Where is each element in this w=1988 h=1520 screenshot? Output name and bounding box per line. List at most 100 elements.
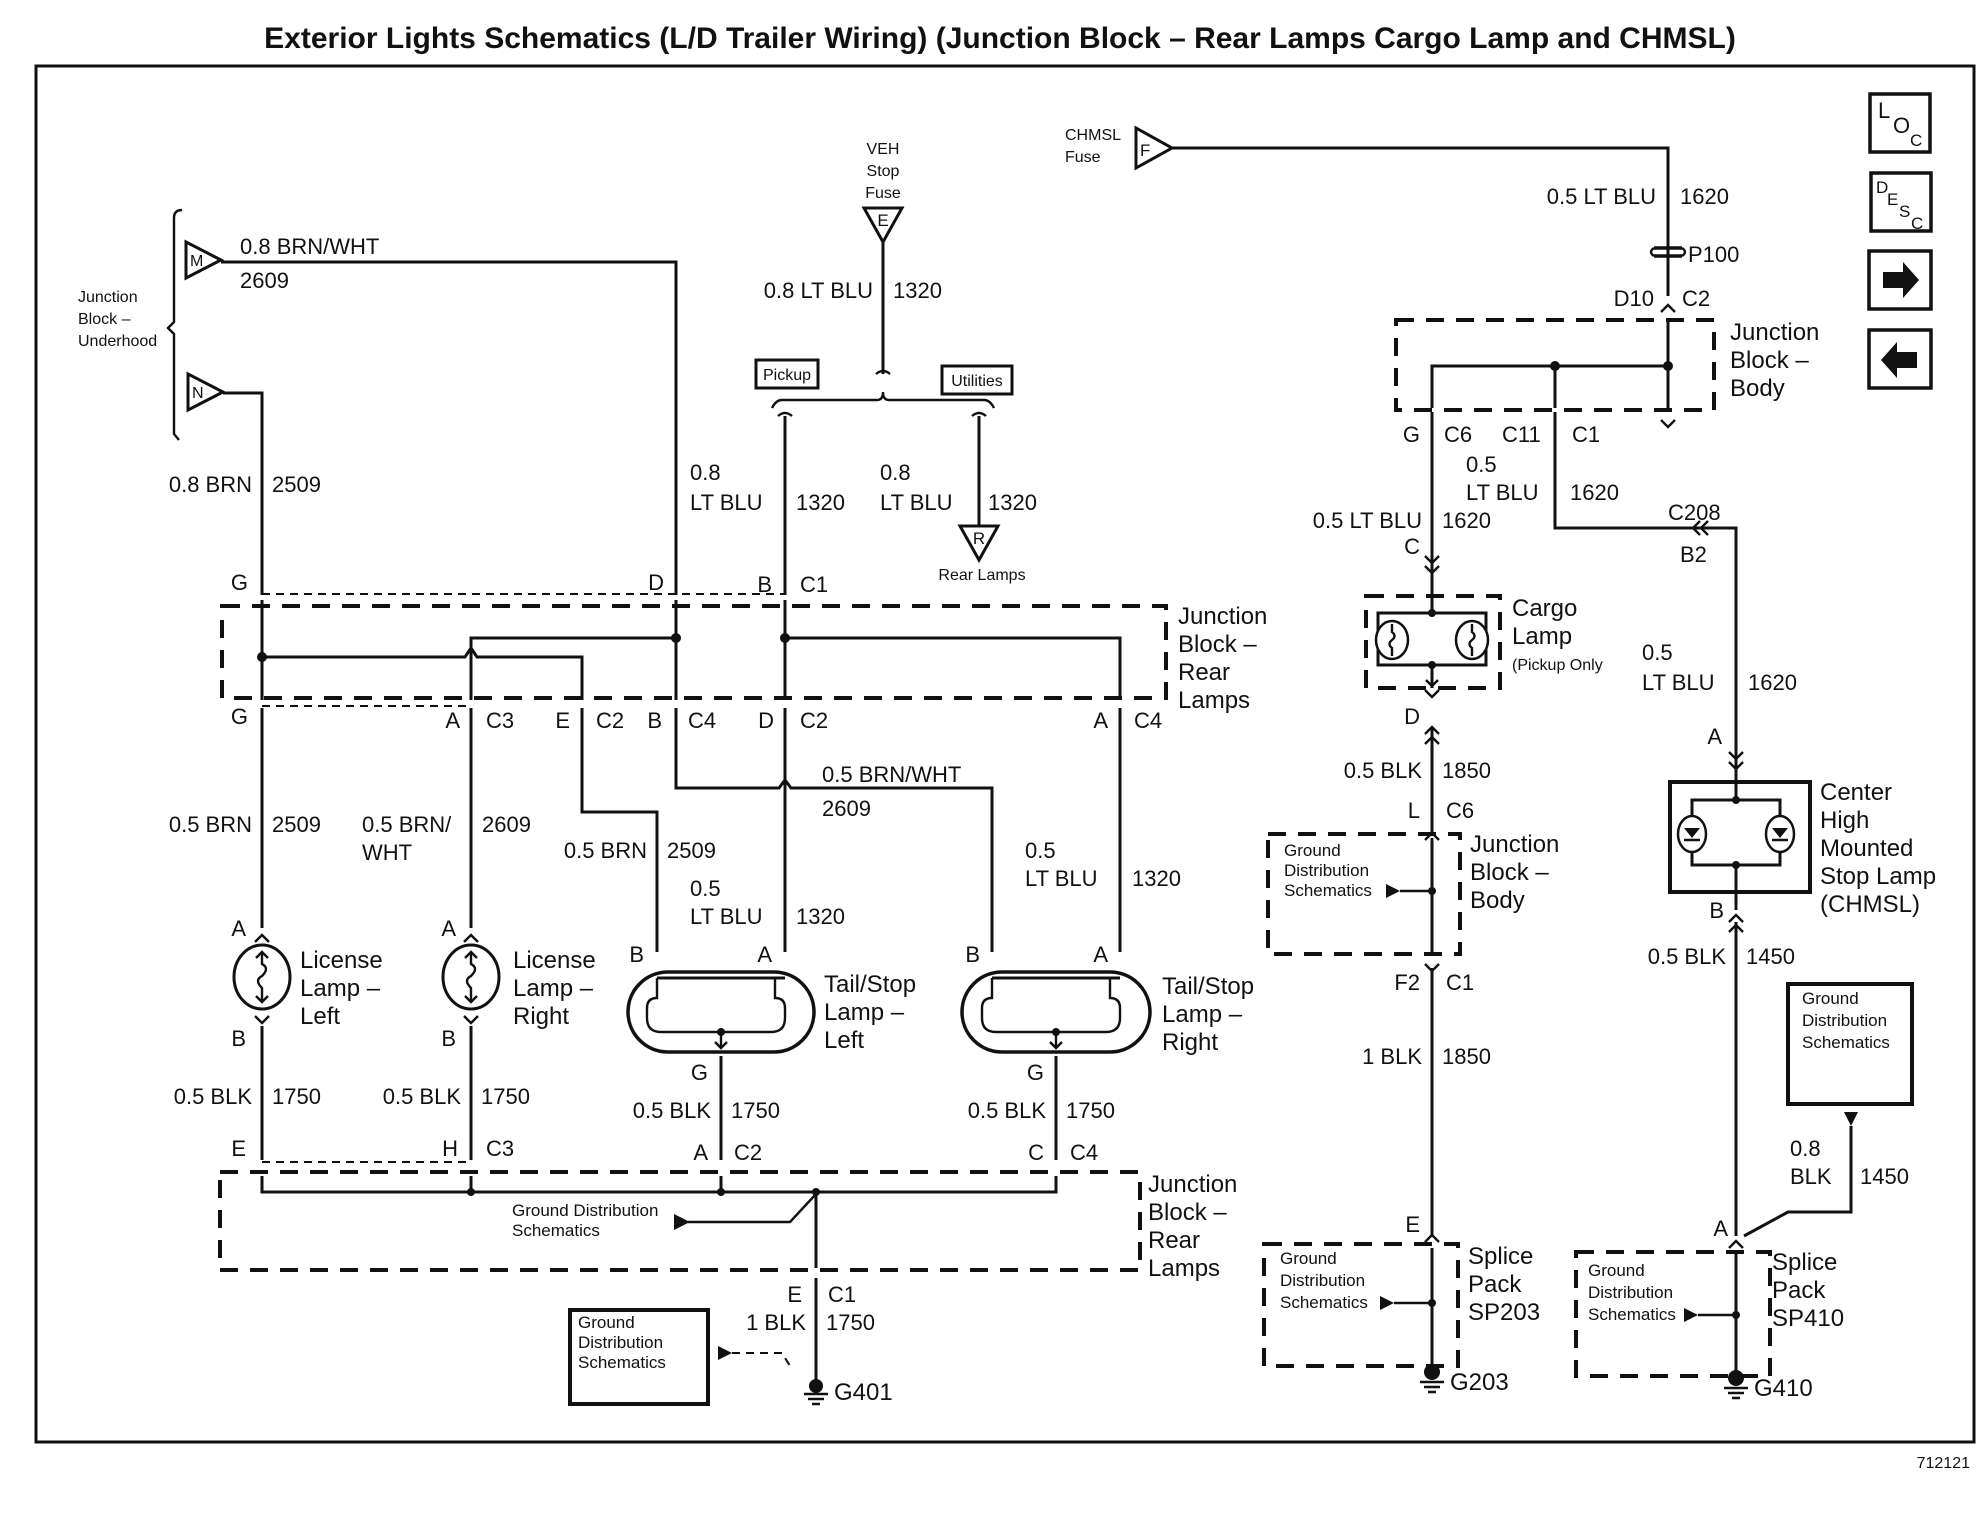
splice-pack-sp410: Ground Distribution Schematics Splice Pa… <box>1574 1249 1844 1378</box>
label: C208 <box>1668 500 1721 525</box>
wire-segment <box>717 1188 725 1196</box>
wire-segment <box>1867 328 1933 390</box>
label: Body <box>1730 375 1785 402</box>
wire-segment <box>714 1041 728 1050</box>
wire-segment <box>1394 318 1716 412</box>
tail-stop-lamp-left: B A G Tail/Stop Lamp – Left <box>626 942 916 1085</box>
label: 1 BLK <box>746 1310 806 1335</box>
wire-segment <box>260 1176 1058 1194</box>
label: 1750 <box>481 1084 530 1109</box>
loc-button[interactable]: L O C <box>1868 92 1932 154</box>
label: C3 <box>486 1136 514 1161</box>
label: 0.8 BRN <box>169 472 252 497</box>
label: B <box>231 1026 246 1051</box>
label: Junction <box>1470 831 1559 858</box>
label: Junction <box>1148 1171 1237 1198</box>
label: A <box>445 708 460 733</box>
label: Right <box>513 1003 569 1030</box>
label: C6 <box>1446 798 1474 823</box>
splice-pack-sp203: Ground Distribution Schematics Splice Pa… <box>1262 1242 1540 1368</box>
label: B <box>1709 898 1724 923</box>
label: E <box>1405 1212 1420 1237</box>
label: 1750 <box>272 1084 321 1109</box>
label: 0.8 <box>690 460 721 485</box>
label: G410 <box>1754 1375 1813 1402</box>
label: G <box>1403 422 1420 447</box>
wire-segment <box>1691 520 1709 536</box>
label: 0.5 LT BLU <box>1313 508 1422 533</box>
wire-label: 0.8 BRN/WHT <box>240 234 379 259</box>
label: C <box>1910 131 1922 150</box>
ground-dist-box-g401[interactable]: Ground Distribution Schematics <box>568 1308 710 1406</box>
label: (Pickup Only <box>1512 657 1603 674</box>
label: LT BLU <box>690 904 763 929</box>
bulb-filament-icon <box>465 952 477 1002</box>
label: 0.5 LT BLU <box>1547 184 1656 209</box>
wire-segment <box>1428 887 1436 895</box>
label: A <box>1093 942 1108 967</box>
figure-id: 712121 <box>1917 1455 1970 1472</box>
option-brace <box>770 391 996 409</box>
wire-segment <box>1052 1028 1060 1036</box>
wire-segment <box>1743 1126 1853 1238</box>
label: Cargo <box>1512 595 1577 622</box>
wire-segment <box>1869 171 1933 233</box>
prev-page-button[interactable] <box>1867 328 1933 390</box>
label: Pack <box>1468 1271 1522 1298</box>
label: Utilities <box>951 373 1003 390</box>
wire-segment <box>1728 751 1744 771</box>
label: Left <box>824 1027 864 1054</box>
wire-segment <box>1424 1233 1440 1243</box>
option-utilities: Utilities <box>940 364 1014 396</box>
wire-segment <box>688 1193 817 1224</box>
wire-segment <box>255 950 269 1004</box>
wire-segment <box>218 1170 1142 1272</box>
label: Junction <box>1730 319 1819 346</box>
next-page-button[interactable] <box>1867 249 1933 311</box>
label: Stop Lamp <box>1820 863 1936 890</box>
label: Right <box>1162 1029 1218 1056</box>
jb-rear-lamps-lower: E H C3 A C2 C C4 Ground Distribution Sch… <box>218 1136 1237 1307</box>
label: C11 <box>1502 422 1541 447</box>
veh-stop-fuse: VEH Stop Fuse E <box>861 141 905 246</box>
label: Block – <box>1470 859 1549 886</box>
wire-segment <box>1684 1308 1698 1322</box>
label: C1 <box>1446 970 1474 995</box>
label: Ground <box>578 1313 635 1332</box>
ground-dist-box-sp410[interactable]: Ground Distribution Schematics <box>1786 982 1914 1106</box>
label: 1 BLK <box>1362 1044 1422 1069</box>
desc-button[interactable]: D E S C <box>1869 171 1933 233</box>
label: C6 <box>1444 422 1472 447</box>
label: Schematics <box>1802 1033 1890 1052</box>
label: Lamps <box>1148 1255 1220 1282</box>
tail-stop-lamp-right: B A G Tail/Stop Lamp – Right <box>960 942 1254 1085</box>
wire-segment <box>671 633 681 643</box>
label: License <box>513 947 596 974</box>
label: SP203 <box>1468 1299 1540 1326</box>
label: Ground <box>1280 1249 1337 1268</box>
label: 1620 <box>1680 184 1729 209</box>
label: C <box>1404 534 1420 559</box>
label: 1750 <box>1066 1098 1115 1123</box>
chmsl-lamp: Center High Mounted Stop Lamp (CHMSL) <box>1668 779 1936 918</box>
wire-segment <box>674 708 994 952</box>
label: Pack <box>1772 1277 1826 1304</box>
wire-segment <box>1732 1311 1740 1319</box>
label: Center <box>1820 779 1892 806</box>
right-arrow-icon <box>1883 262 1919 298</box>
label: 1320 <box>796 490 845 515</box>
wire-segment <box>1049 1041 1063 1050</box>
label: Schematics <box>578 1353 666 1372</box>
wire-segment <box>1424 689 1440 699</box>
label: P100 <box>1688 242 1739 267</box>
wire-segment <box>464 950 478 1004</box>
label: 0.5 BLK <box>383 1084 462 1109</box>
label: R <box>973 529 985 548</box>
wire-segment <box>441 943 501 1011</box>
label: Mounted <box>1820 835 1913 862</box>
wire-segment <box>717 1028 725 1036</box>
label: A <box>231 916 246 941</box>
label: B2 <box>1680 542 1707 567</box>
